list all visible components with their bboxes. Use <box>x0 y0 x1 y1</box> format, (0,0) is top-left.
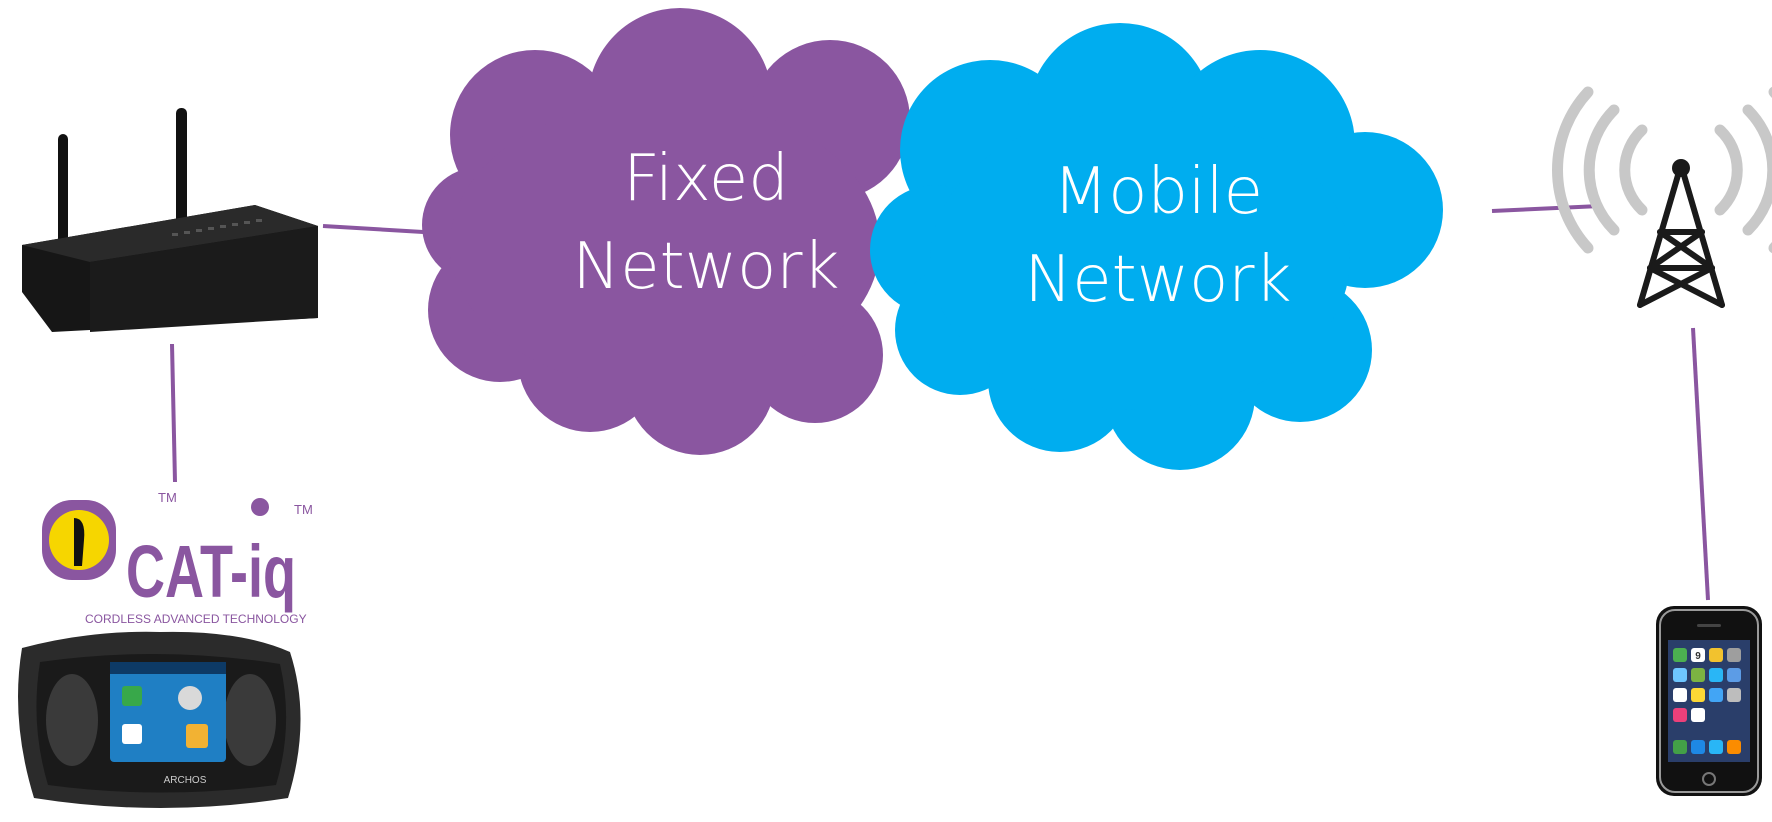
mobile-network-cloud <box>870 23 1443 470</box>
cell-tower-icon <box>1552 86 1772 308</box>
phone-calendar-date: 9 <box>1695 651 1701 662</box>
cat-iq-logo: CAT-iq TM TM CORDLESS ADVANCED TECHNOLOG… <box>42 490 313 626</box>
cat-iq-tagline: CORDLESS ADVANCED TECHNOLOGY <box>85 612 307 626</box>
fixed-network-label-line2: Network <box>572 230 839 304</box>
phone-speaker-slot <box>1697 624 1721 627</box>
cat-iq-tm-right: TM <box>294 502 313 517</box>
link-router-to-cat-iq-device <box>170 343 177 483</box>
link-mobile-network-to-tower <box>1491 204 1601 213</box>
smartphone-icon: 9 <box>1656 606 1762 796</box>
link-router-to-fixed-network <box>322 224 441 235</box>
fixed-network-cloud <box>422 8 910 455</box>
phone-home-button <box>1702 772 1716 786</box>
device-screen <box>110 662 226 762</box>
signal-waves-icon <box>1552 86 1772 254</box>
mobile-network-label-line2: Network <box>1024 243 1291 317</box>
router-icon <box>22 108 318 332</box>
connection-lines <box>170 204 1710 601</box>
phone-app-grid <box>1673 648 1741 754</box>
cat-iq-tm-left: TM <box>158 490 177 505</box>
cat-iq-logo-text: CAT-iq <box>126 530 296 613</box>
link-tower-to-smartphone <box>1691 327 1710 601</box>
fixed-network-label-line1: Fixed <box>623 142 789 216</box>
device-brand-label: ARCHOS <box>164 775 207 786</box>
cordless-home-device-icon: ARCHOS <box>18 631 301 808</box>
mobile-network-label-line1: Mobile <box>1053 155 1263 229</box>
